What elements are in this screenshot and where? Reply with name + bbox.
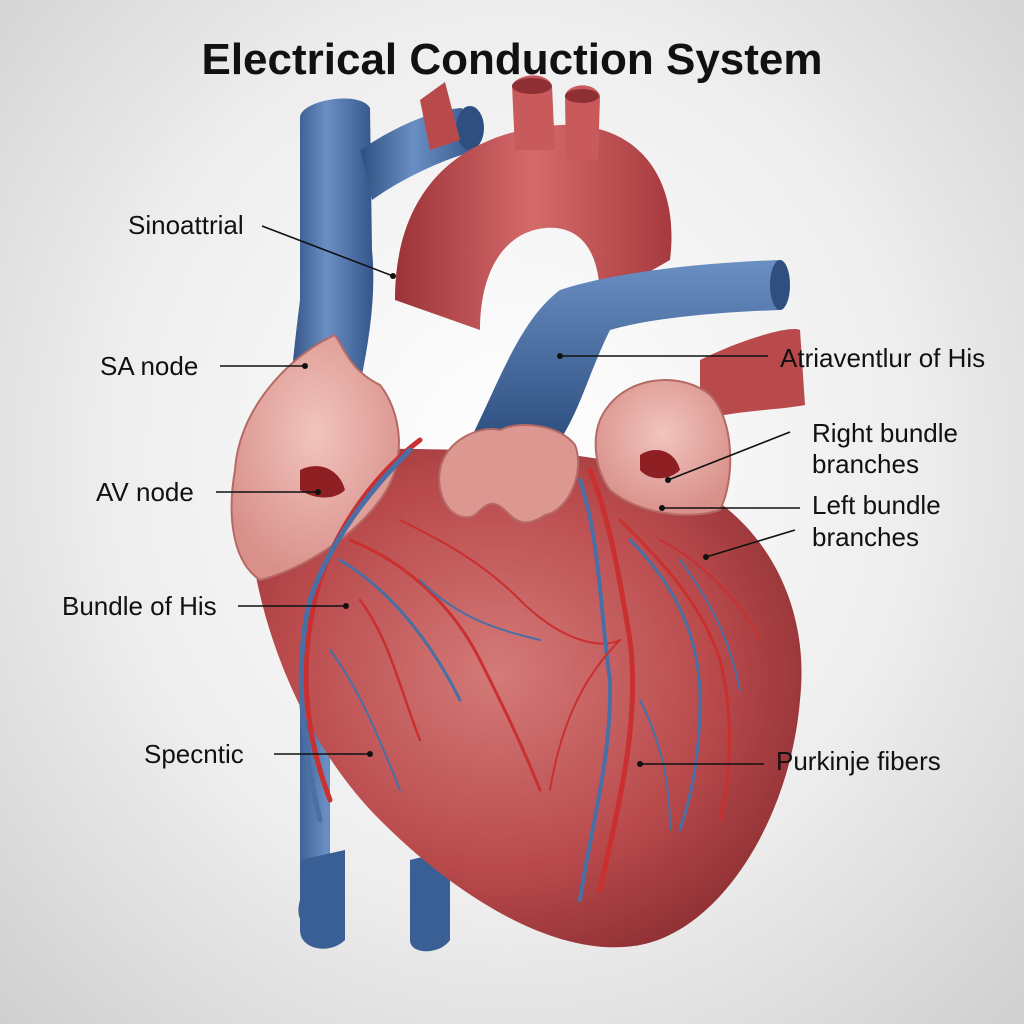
pulmonary-vein — [700, 329, 805, 420]
valve-appendage — [438, 424, 580, 524]
label-right-bundle-1: Right bundle — [812, 418, 958, 448]
pulmonary-artery — [470, 260, 790, 440]
coronary-vessels — [298, 437, 761, 902]
label-right-bundle-2: branches — [812, 449, 919, 479]
label-sa-node: SA node — [100, 351, 198, 381]
leader-lines — [216, 225, 800, 767]
label-bundle-of-his: Bundle of His — [62, 591, 217, 621]
aorta — [395, 75, 672, 330]
diagram-title: Electrical Conduction System — [201, 35, 822, 84]
left-atrium — [594, 379, 732, 516]
label-atriaventlur: Atriaventlur of His — [780, 343, 985, 373]
label-specntic: Specntic — [144, 739, 244, 769]
label-purkinje: Purkinje fibers — [776, 746, 941, 776]
ventricles — [248, 448, 802, 948]
right-atrium — [230, 333, 400, 582]
label-sinoattrial: Sinoattrial — [128, 210, 244, 240]
label-left-bundle-1: Left bundle — [812, 490, 941, 520]
label-av-node: AV node — [96, 477, 194, 507]
label-left-bundle-2: branches — [812, 522, 919, 552]
